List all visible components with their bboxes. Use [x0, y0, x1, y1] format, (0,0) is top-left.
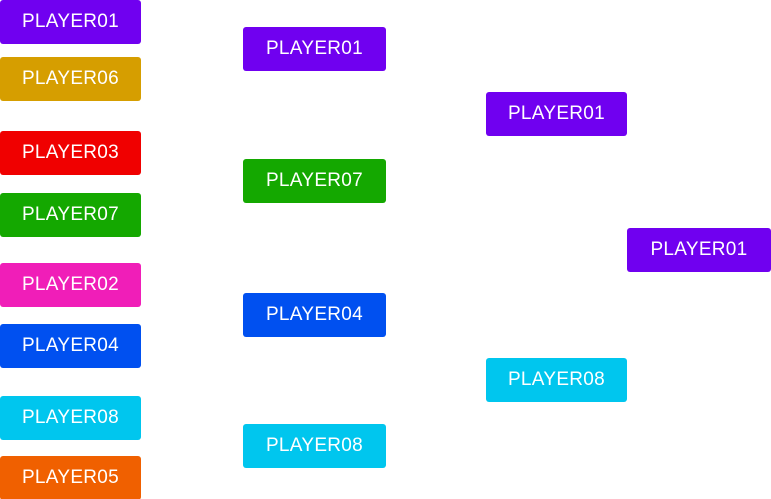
- round1-slot-1: PLAYER01: [0, 0, 141, 44]
- round2-slot-3: PLAYER04: [243, 293, 386, 337]
- round1-slot-6: PLAYER04: [0, 324, 141, 368]
- round2-slot-1: PLAYER01: [243, 27, 386, 71]
- round1-slot-3: PLAYER03: [0, 131, 141, 175]
- champion-slot: PLAYER01: [627, 228, 771, 272]
- round3-slot-1: PLAYER01: [486, 92, 627, 136]
- round2-slot-4: PLAYER08: [243, 424, 386, 468]
- round1-slot-4: PLAYER07: [0, 193, 141, 237]
- round1-slot-7: PLAYER08: [0, 396, 141, 440]
- round1-slot-8: PLAYER05: [0, 456, 141, 499]
- round3-slot-2: PLAYER08: [486, 358, 627, 402]
- round2-slot-2: PLAYER07: [243, 159, 386, 203]
- round1-slot-2: PLAYER06: [0, 57, 141, 101]
- round1-slot-5: PLAYER02: [0, 263, 141, 307]
